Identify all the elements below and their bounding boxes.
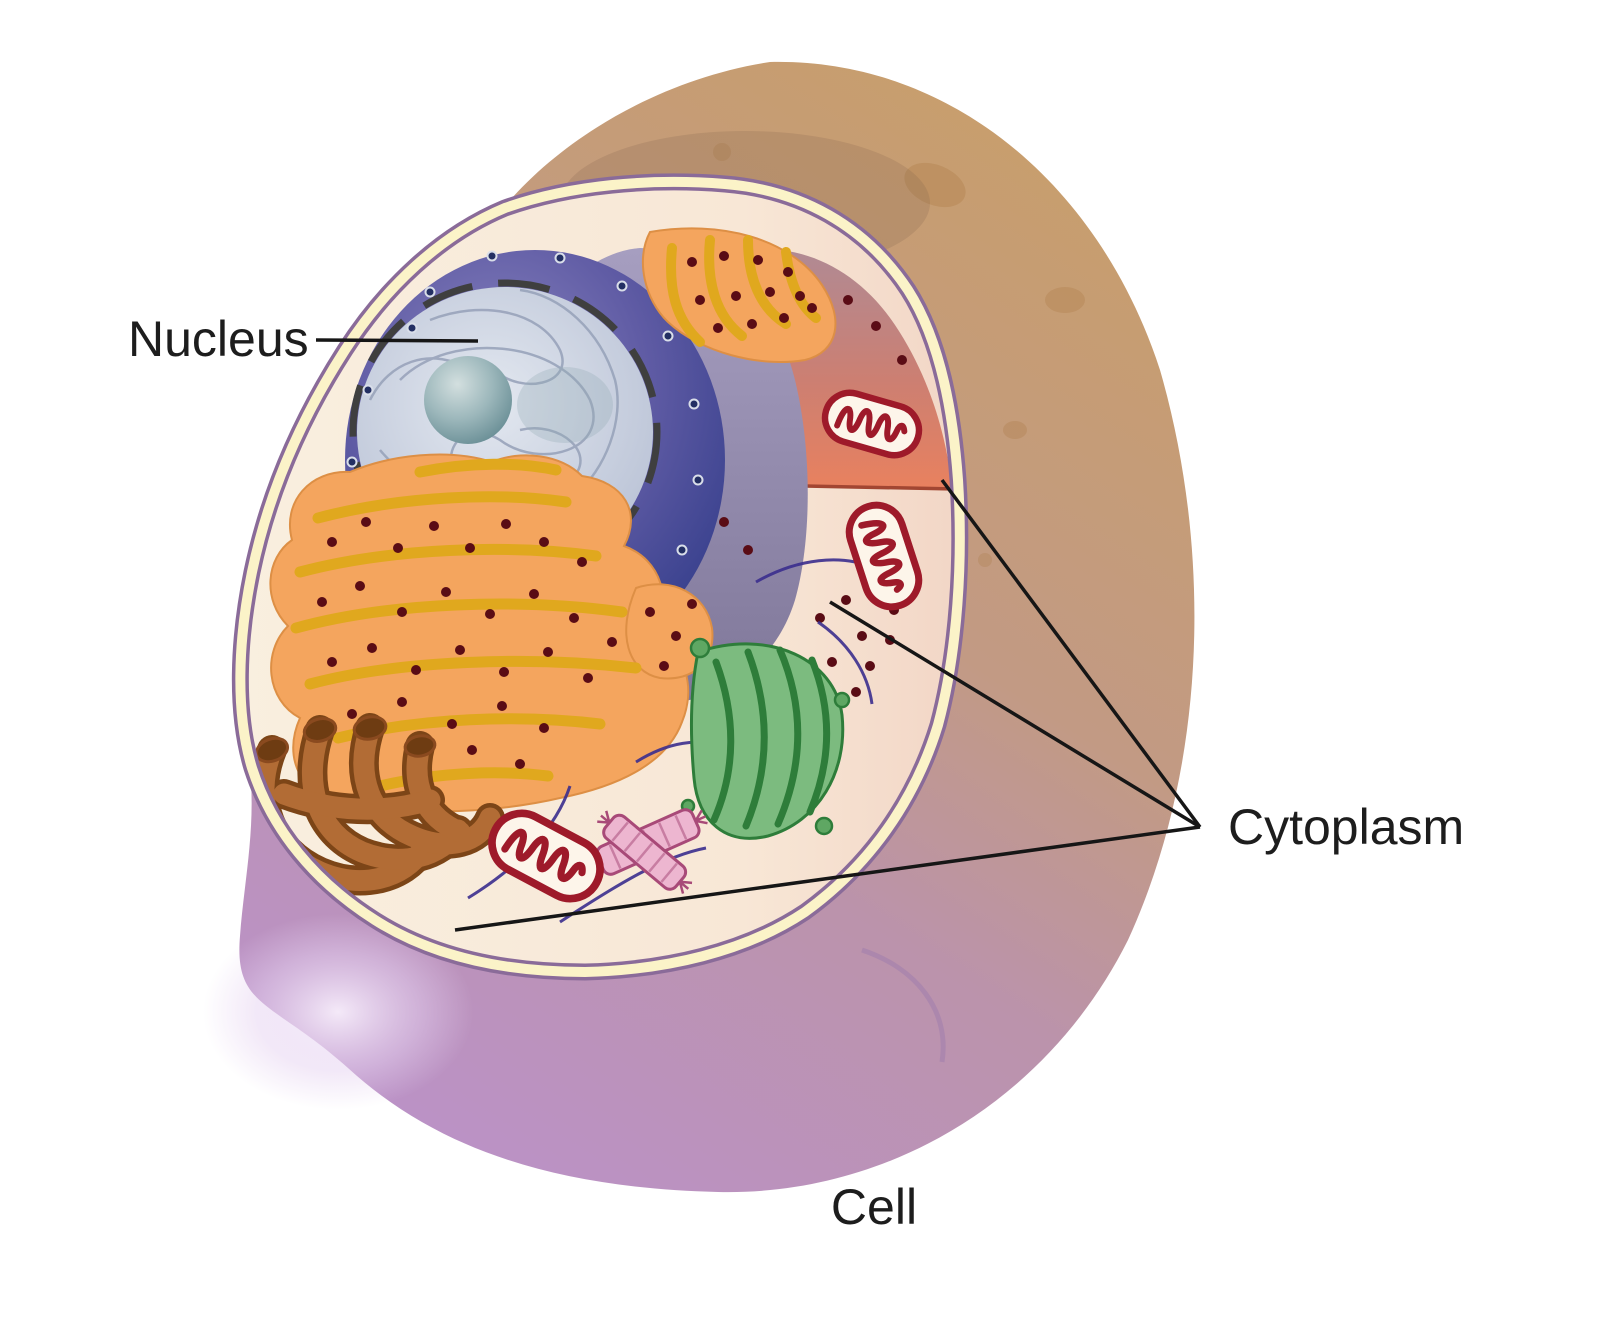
cell-surface-highlight <box>203 914 473 1110</box>
cell-label: Cell <box>831 1179 917 1235</box>
cell-surface-wrinkle <box>861 947 946 1063</box>
nucleolus-ghost <box>517 367 613 443</box>
golgi-apparatus <box>680 637 851 840</box>
cytoplasm-label: Cytoplasm <box>1228 799 1464 855</box>
cytoplasm-leader-line-2 <box>829 600 1201 829</box>
nucleolus <box>424 356 512 444</box>
cytoplasm-leader-line-1 <box>940 478 1202 829</box>
leader-lines <box>315 338 1202 932</box>
nucleus-leader-line <box>315 338 479 343</box>
cytoplasm-leader-line-3 <box>454 825 1201 932</box>
nucleus-label: Nucleus <box>128 311 309 367</box>
cell-surface-spots <box>713 143 1085 567</box>
